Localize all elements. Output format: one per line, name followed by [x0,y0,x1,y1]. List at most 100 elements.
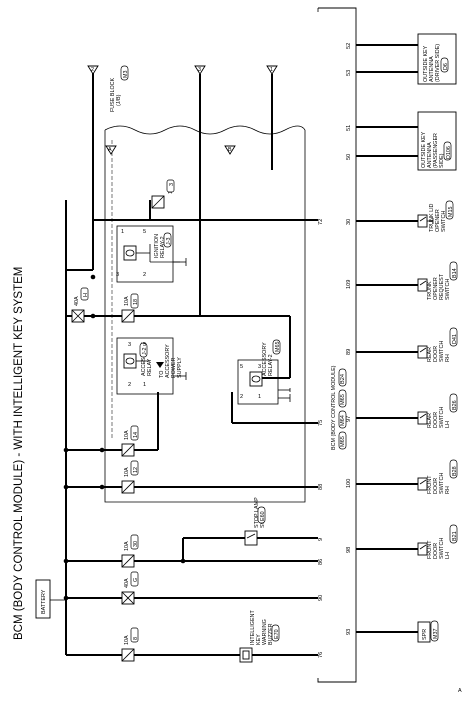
component-label: OUTSIDE KEY [423,45,429,82]
component-connector: M15 [448,207,454,218]
svg-text:H: H [83,293,89,297]
svg-text:10A: 10A [124,635,130,645]
component-label: SIDE) [439,153,445,168]
bcm-pin: 90 [318,595,324,601]
connector-ref: A [108,147,112,153]
fuse-18: 10A 18 [121,293,139,323]
svg-text:3: 3 [128,342,131,348]
svg-text:14: 14 [133,432,139,438]
svg-text:STOP LAMP: STOP LAMP [254,497,260,528]
component-connector: B14 [452,268,458,278]
connector-ref: B [228,147,232,153]
svg-text:BUZZER: BUZZER [268,623,274,645]
svg-text:RELAY: RELAY [147,358,153,376]
fuse-block-connector: M3 [123,71,129,79]
svg-text:J-3: J-3 [166,238,172,246]
component-label: DOOR [433,543,439,559]
svg-text:ACCESSORY: ACCESSORY [165,344,171,378]
svg-text:G: G [133,578,139,582]
component-label: REAR [427,347,433,362]
bcm-pin: 100 [346,479,352,488]
trunk-lid-opener-switch: TRUNK LID OPENER SWITCH M15 [356,200,454,232]
fusible-link-g: 40A G [121,571,139,605]
component-label: SWITCH [439,407,445,428]
bcm-connector-1: M65 [340,436,346,447]
svg-text:2: 2 [143,272,146,278]
component-label: OPENER [435,209,441,232]
bcm-pin: 88 [318,484,324,490]
svg-text:ACCESSORY: ACCESSORY [141,342,147,376]
component-label: OPENER [433,277,439,300]
intelligent-key-warning-buzzer: INTELLIGENT KEY WARNING BUZZER E70 [239,610,280,663]
spr-connector: SPR M37 [356,620,439,643]
bcm-pin: 53 [346,70,352,76]
svg-text:KEY: KEY [256,634,262,645]
svg-text:1: 1 [258,394,261,400]
bcm-pin: 75 [318,420,324,426]
rear-door-switch-rh: REAR DOOR SWITCH RH D41 [356,327,458,362]
bcm-connector-4: B24 [340,374,346,384]
svg-text:RELAY-2: RELAY-2 [160,236,166,258]
component-label: FRONT [427,540,433,559]
fuse-8: 10A 8 [121,627,139,662]
component-label: SPR [422,629,428,640]
component-label: SWITCH [439,538,445,559]
component-label: OUTSIDE KEY [421,131,427,168]
component-label: LH [445,421,451,428]
component-label: REAR [427,413,433,428]
component-label: RH [445,486,451,494]
rear-door-switch-lh: REAR DOOR SWITCH LH B26 [356,393,458,428]
component-connector: B28 [452,466,458,476]
svg-text:ACCESSORY: ACCESSORY [262,342,268,376]
svg-text:1: 1 [143,382,146,388]
stop-lamp-switch: STOP LAMP SWITCH E60 [244,497,266,546]
bcm-connector-2: M64 [340,415,346,426]
svg-text:40A: 40A [74,296,80,306]
bcm-pin: 76 [318,652,324,658]
bcm-pin: 9 [318,538,324,541]
svg-text:POWER: POWER [171,358,177,378]
battery [35,579,51,619]
fuse-block-jb: (J/B) [116,94,122,106]
svg-text:2: 2 [128,382,131,388]
bcm-pin: 109 [346,280,352,289]
main-wiring: BATTERY [35,72,318,656]
component-label: TRUNK LID [429,203,435,232]
bcm-connector-3: M65 [340,394,346,405]
component-label: SWITCH [439,341,445,362]
outside-key-antenna-driver: OUTSIDE KEY ANTENNA (DRIVER SIDE) D6 [356,33,457,85]
svg-text:12: 12 [133,467,139,473]
svg-text:SUPPLY: SUPPLY [177,357,183,378]
component-connector: D106 [446,146,452,159]
component-connector: D41 [452,334,458,344]
svg-text:8: 8 [133,637,139,640]
component-connector: B26 [452,400,458,410]
component-connector: B21 [452,531,458,541]
svg-text:5: 5 [143,229,146,235]
bcm-pin: 52 [346,43,352,49]
svg-text:2: 2 [240,394,243,400]
component-label: ANTENNA [429,56,435,82]
svg-text:18: 18 [133,299,139,305]
fuse-12: 10A 12 [121,460,139,494]
svg-text:10A: 10A [124,541,130,551]
bcm-pin: 97 [346,416,352,422]
svg-text:30: 30 [133,541,139,547]
svg-text:M65: M65 [275,342,281,353]
svg-text:J-2: J-2 [142,348,148,356]
component-label: SWITCH [441,211,447,232]
svg-text:E70: E70 [274,629,280,639]
connector-ref: 1 [270,67,273,73]
component-label: (DRIVER SIDE) [435,44,441,82]
bcm-pin: 50 [346,154,352,160]
component-connector: M37 [433,629,439,640]
svg-text:WARNING: WARNING [262,619,268,645]
svg-text:E60: E60 [260,511,266,521]
ignition-relay-2: IGNITION RELAY-2 J-3 3 2 1 5 [116,225,180,283]
bcm-module: BCM (BODY CONTROL MODULE) M65 M64 M65 B2… [317,7,357,683]
diagram-title: BCM (BODY CONTROL MODULE) - WITH INTELLI… [13,267,25,640]
component-label: DOOR [433,412,439,428]
svg-text:IGNITION: IGNITION [154,234,160,258]
svg-text:10A: 10A [124,296,130,306]
